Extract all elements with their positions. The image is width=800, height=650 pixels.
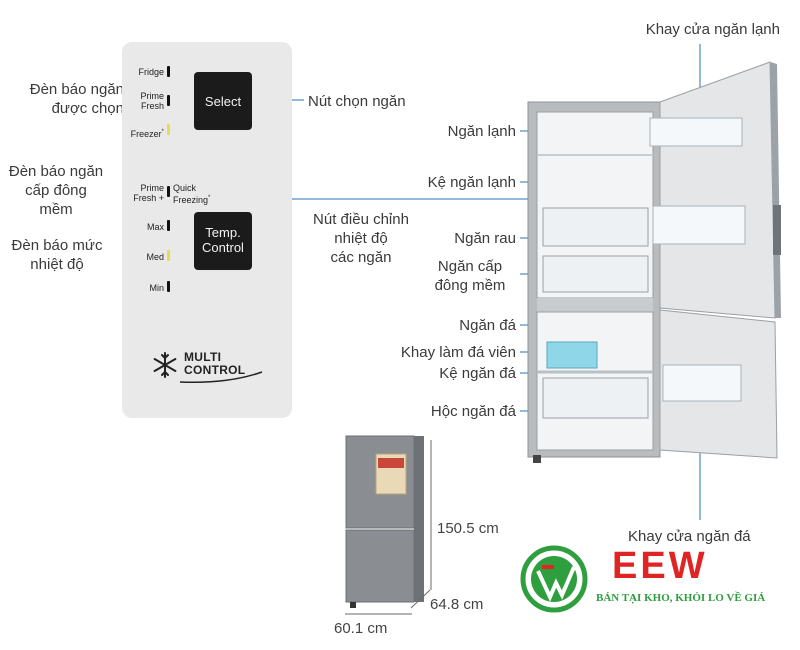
med-indicator-light	[167, 250, 170, 261]
height-dimension: 150.5 cm	[437, 520, 499, 537]
ice-compartment-label: Ngăn đá	[459, 317, 516, 334]
closed-fridge-image	[345, 435, 424, 608]
freezer-indicator-light	[167, 124, 170, 135]
label-line: Đèn báo mức	[11, 237, 103, 254]
label-line: MULTI	[184, 350, 222, 364]
label-line: được chọn	[51, 100, 124, 117]
label-line: Quick	[173, 183, 197, 193]
temp-control-button[interactable]: Temp. Control	[194, 212, 252, 270]
prime-fresh-indicator-label: Prime Fresh	[128, 91, 164, 111]
select-button-caption: Nút chọn ngăn	[308, 93, 406, 110]
label-line: Fresh	[140, 101, 164, 111]
freezer-indicator-label: Freezer*	[130, 129, 164, 139]
brand-name: EEW	[612, 545, 708, 587]
prime-fresh-indicator-light	[167, 95, 170, 106]
max-label: Max	[146, 222, 164, 232]
med-label: Med	[146, 252, 164, 262]
soft-freeze-indicator-label: Đèn báo ngăn cấp đông mềm	[0, 162, 112, 219]
open-fridge-image	[527, 61, 781, 463]
min-label: Min	[149, 283, 164, 293]
eew-logo-icon	[520, 545, 588, 613]
ice-drawer-label: Hộc ngăn đá	[430, 403, 516, 420]
label-line: Đèn báo ngăn	[29, 81, 124, 98]
quick-freezing-label: Quick Freezing*	[173, 183, 213, 205]
multi-control-logo: MULTI CONTROL	[184, 351, 245, 377]
control-panel: Fridge Prime Fresh Freezer* Select Prime…	[122, 42, 292, 418]
fridge-indicator-label: Fridge	[138, 67, 164, 77]
fridge-compartment-label: Ngăn lạnh	[447, 123, 516, 140]
label-line: Temp.	[205, 225, 241, 240]
temp-button-label: Temp. Control	[194, 225, 252, 255]
selected-indicator-label: Đèn báo ngăn được chọn	[0, 80, 124, 118]
max-indicator-light	[167, 220, 170, 231]
label-line: các ngăn	[330, 249, 392, 266]
label-text: Freezing	[173, 195, 209, 205]
depth-dimension: 64.8 cm	[430, 596, 484, 613]
fridge-shelf-label: Kệ ngăn lạnh	[427, 174, 516, 191]
select-button[interactable]: Select	[194, 72, 252, 130]
label-line: Freezing*	[173, 195, 211, 205]
label-line: Prime	[140, 91, 164, 101]
ice-shelf-label: Kệ ngăn đá	[439, 365, 516, 382]
label-line: Control	[202, 240, 244, 255]
ice-tray-label: Khay làm đá viên	[400, 344, 516, 361]
swoosh-decoration	[179, 371, 263, 384]
brand-slogan: BÁN TẠI KHO, KHỎI LO VỀ GIÁ	[596, 592, 766, 604]
label-line: cấp đông	[25, 182, 87, 199]
level-indicator-label: Đèn báo mức nhiệt độ	[0, 236, 114, 274]
label-line: Ngăn cấp	[437, 258, 503, 275]
label-line: Đèn báo ngăn	[8, 163, 104, 180]
fridge-indicator-light	[167, 66, 170, 77]
label-line: đông mềm	[434, 277, 506, 294]
prime-fresh-plus-light	[167, 186, 170, 197]
temp-button-caption: Nút điều chỉnh nhiệt độ các ngăn	[296, 210, 426, 267]
label-line: mềm	[39, 201, 73, 218]
door-tray-freezer-label: Khay cửa ngăn đá	[628, 528, 751, 545]
prime-fresh-plus-label: Prime Fresh +	[128, 183, 164, 203]
select-button-label: Select	[204, 94, 242, 109]
min-indicator-light	[167, 281, 170, 292]
label-line: nhiệt độ	[334, 230, 388, 247]
label-line: Nút điều chỉnh	[313, 211, 409, 228]
snowflake-icon	[153, 352, 177, 378]
label-line: CONTROL	[184, 363, 246, 377]
label-line: Prime	[140, 183, 164, 193]
label-text: Freezer	[130, 129, 162, 139]
width-dimension: 60.1 cm	[334, 620, 388, 637]
label-line: Fresh +	[133, 193, 164, 203]
label-line: nhiệt độ	[30, 256, 84, 273]
door-tray-fridge-label: Khay cửa ngăn lạnh	[645, 21, 780, 38]
soft-freeze-compartment-label: Ngăn cấp đông mềm	[420, 257, 520, 295]
vegetable-drawer-label: Ngăn rau	[454, 230, 516, 247]
